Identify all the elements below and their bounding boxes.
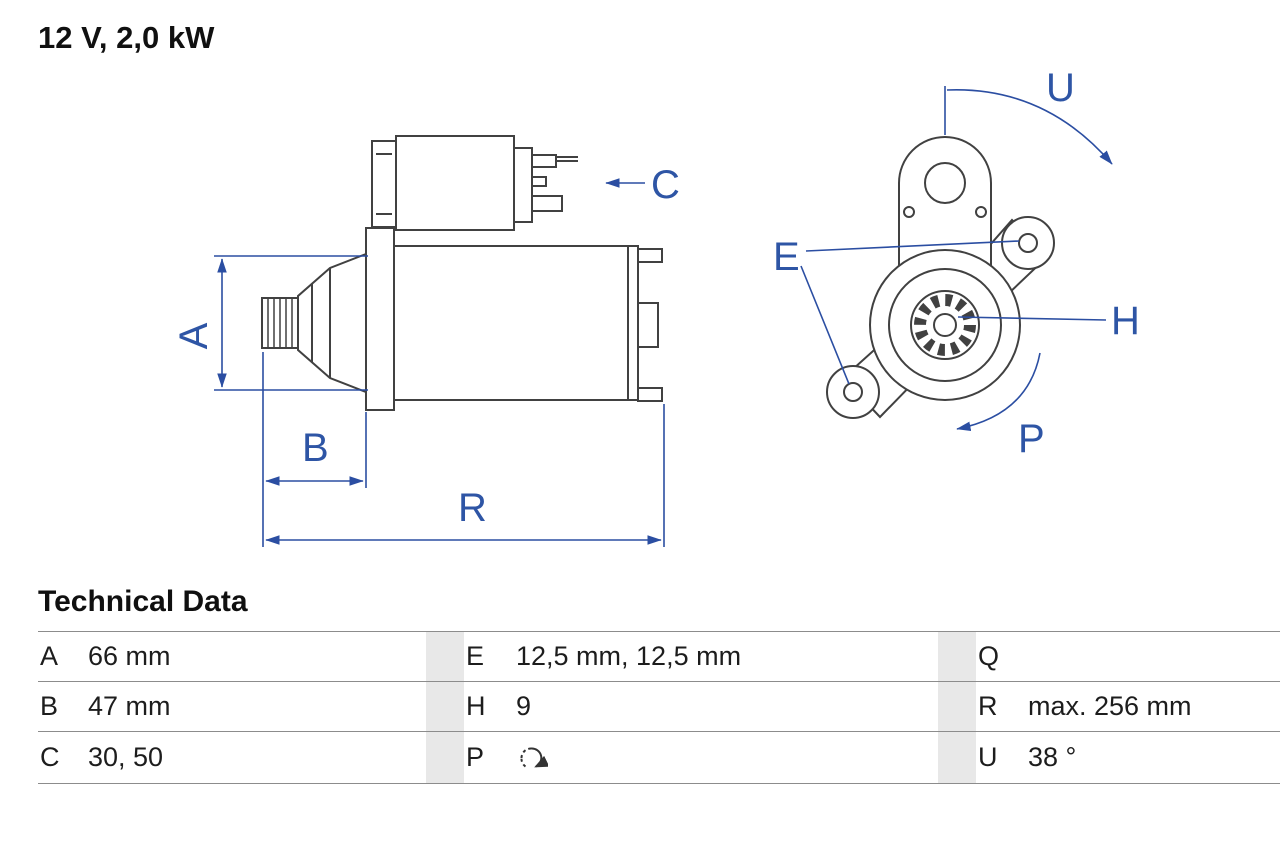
table-row: C 30, 50 P bbox=[38, 731, 1280, 784]
dim-label-h: H bbox=[1111, 299, 1140, 343]
spec-key: C bbox=[40, 741, 60, 772]
spec-value: 47 mm bbox=[88, 691, 171, 721]
terminal-stud-top bbox=[531, 154, 557, 168]
technical-data-heading: Technical Data bbox=[38, 585, 248, 618]
dim-label-b: B bbox=[302, 426, 329, 470]
side-view bbox=[261, 135, 663, 411]
solenoid-body bbox=[395, 135, 515, 231]
spec-key: P bbox=[466, 741, 485, 772]
column-divider bbox=[426, 731, 464, 784]
dim-label-u: U bbox=[1046, 66, 1075, 110]
leader-e-2 bbox=[800, 265, 850, 385]
technical-data-section: Technical Data A 66 mm E 12,5 mm, 12,5 m… bbox=[38, 585, 1280, 784]
dim-label-p: P bbox=[1018, 417, 1045, 461]
bolt-lug-right bbox=[1001, 216, 1055, 270]
spec-key: A bbox=[40, 641, 59, 671]
front-view bbox=[826, 136, 1055, 419]
spec-key: H bbox=[466, 691, 486, 721]
table-row: A 66 mm E 12,5 mm, 12,5 mm Q bbox=[38, 631, 1280, 682]
spec-value bbox=[514, 732, 938, 784]
drive-end-cone bbox=[297, 252, 367, 394]
rotation-cw-icon bbox=[520, 747, 548, 768]
leader-h bbox=[957, 316, 1107, 321]
ear-hole bbox=[924, 162, 966, 204]
spec-value: 38 ° bbox=[1028, 741, 1077, 772]
terminal-stud-bottom bbox=[531, 195, 563, 212]
column-divider bbox=[938, 731, 976, 784]
bolt-lug-left bbox=[826, 365, 880, 419]
spec-value bbox=[1026, 632, 1280, 682]
leader-e-1 bbox=[805, 240, 1020, 252]
dim-arc-u bbox=[946, 89, 1113, 165]
dim-arc-p bbox=[956, 352, 1041, 432]
spec-key: E bbox=[466, 641, 485, 671]
table-row: B 47 mm H 9 R max. 256 mm bbox=[38, 681, 1280, 732]
technical-data-table: A 66 mm E 12,5 mm, 12,5 mm Q B 47 mm H 9… bbox=[38, 631, 1280, 784]
spec-value: 30, 50 bbox=[88, 741, 164, 772]
dim-label-e: E bbox=[773, 235, 800, 279]
dimension-lines bbox=[214, 86, 1113, 547]
column-divider bbox=[426, 631, 464, 682]
column-divider bbox=[426, 681, 464, 732]
spline-teeth bbox=[914, 294, 976, 356]
spec-key: R bbox=[978, 691, 998, 721]
spec-value: 9 bbox=[516, 691, 532, 721]
dim-label-r: R bbox=[458, 486, 487, 530]
spec-value: max. 256 mm bbox=[1028, 691, 1192, 721]
technical-drawing: A B C E H P R U bbox=[172, 66, 1140, 547]
mount-flange bbox=[365, 227, 395, 411]
dimension-labels: A B C E H P R U bbox=[172, 66, 1140, 530]
spec-key: Q bbox=[978, 641, 1000, 671]
spec-key: B bbox=[40, 691, 59, 721]
flange-outer-circle bbox=[869, 249, 1021, 401]
bolt-hole-right bbox=[1018, 233, 1038, 253]
page-title: 12 V, 2,0 kW bbox=[38, 20, 215, 55]
dim-label-c: C bbox=[651, 163, 680, 207]
column-divider bbox=[938, 681, 976, 732]
column-divider bbox=[938, 631, 976, 682]
spec-value: 66 mm bbox=[88, 641, 171, 671]
spec-value: 12,5 mm, 12,5 mm bbox=[516, 641, 742, 671]
dim-label-a: A bbox=[172, 322, 216, 349]
bolt-hole-left bbox=[843, 382, 863, 402]
spec-key: U bbox=[978, 741, 998, 772]
motor-housing bbox=[393, 245, 639, 401]
